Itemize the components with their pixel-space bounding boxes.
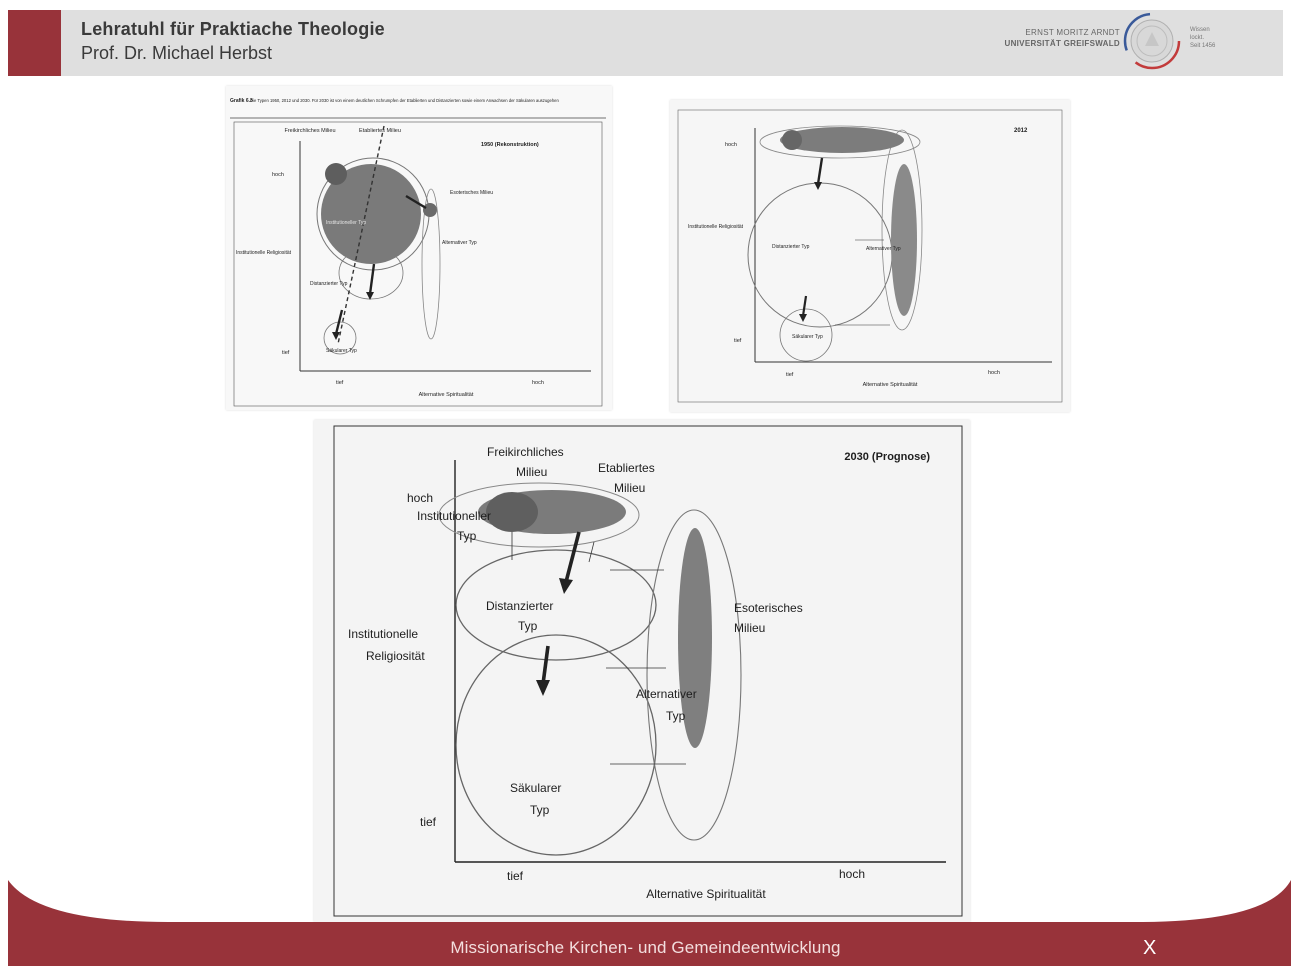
figure-2012-label-institutionell: Institutionelle Religiosität: [688, 224, 744, 230]
figure-1950-caption: Die Typen 1950, 2012 und 2030. Für 2030 …: [250, 98, 560, 103]
figure-2030-label-institutionell-1: Institutionelle: [348, 627, 418, 641]
figure-2030-label-freikirchlich-2: Milieu: [516, 465, 547, 479]
figure-2030-scan: 2030 (Prognose) Freikirchliches Milieu E…: [314, 420, 970, 922]
figure-1950-label-hoch-x: hoch: [532, 380, 544, 386]
figure-2012-label-tief-x: tief: [786, 372, 794, 378]
figure-2030-label-institutionell-2: Religiosität: [366, 649, 425, 663]
figure-1950-label-alternativer: Alternativer Typ: [442, 240, 477, 246]
figure-2012-label-hoch: hoch: [725, 142, 737, 148]
figure-1950-label-tief-x: tief: [336, 380, 344, 386]
figure-1950-label-saekularer: Säkularer Typ: [326, 348, 357, 354]
header-accent-block: [8, 10, 61, 76]
figure-2012-label-saekularer: Säkularer Typ: [792, 334, 823, 340]
figure-2012-year: 2012: [1014, 128, 1028, 134]
figure-2030-label-esoterisch-1: Esoterisches: [734, 601, 803, 615]
figure-2030-label-etabliert-2: Milieu: [614, 481, 645, 495]
figure-2012-label-alternativer: Alternativer Typ: [866, 246, 901, 252]
figure-1950-label-esoterisch: Esoterisches Milieu: [450, 190, 493, 196]
figure-2012-label-hoch-x: hoch: [988, 370, 1000, 376]
figure-2030-label-esoterisch-2: Milieu: [734, 621, 765, 635]
figure-2030-label-etabliert-1: Etabliertes: [598, 461, 655, 475]
figure-2030-label-hoch-x: hoch: [839, 867, 865, 881]
figure-2030-label-institutioneller-2: Typ: [457, 529, 477, 543]
university-name-line2: UNIVERSITÄT GREIFSWALD: [960, 38, 1120, 49]
figure-2012-scan: 2012 hoch Institutionelle Religiosität D…: [670, 100, 1070, 412]
figure-2030-label-distanzierter-1: Distanzierter: [486, 599, 553, 613]
professor-name: Prof. Dr. Michael Herbst: [81, 43, 272, 64]
figure-1950-label-freikirchlich: Freikirchliches Milieu: [284, 128, 335, 134]
university-name-line1: ERNST MORITZ ARNDT: [960, 27, 1120, 38]
figure-2030-label-freikirchlich-1: Freikirchliches: [487, 445, 564, 459]
figure-2012-label-tief-y: tief: [734, 338, 742, 344]
figure-2030-label-alternativer-2: Typ: [666, 709, 686, 723]
figure-2030-label-saekularer-2: Typ: [530, 803, 550, 817]
figure-1950-label-etabliert: Etabliertes Milieu: [359, 128, 401, 134]
figure-2012-label-distanzierter: Distanzierter Typ: [772, 244, 810, 250]
figure-1950-scan: Grafik 6.3 Die Typen 1950, 2012 und 2030…: [226, 86, 612, 410]
footer-title: Missionarische Kirchen- und Gemeindeentw…: [0, 938, 1291, 958]
figure-1950-label-institutioneller-typ: Institutioneller Typ: [326, 220, 366, 226]
chair-title: Lehratuhl für Praktiache Theologie: [81, 19, 385, 40]
figure-1950-label-institutionell: Institutionelle Religiosität: [236, 250, 292, 256]
university-motto: Wissen lockt. Seit 1456: [1190, 26, 1215, 50]
figure-1950-label-hoch: hoch: [272, 172, 284, 178]
university-seal-logo: [1123, 12, 1181, 70]
university-name: ERNST MORITZ ARNDT UNIVERSITÄT GREIFSWAL…: [960, 27, 1120, 49]
figure-1950-label-distanzierter: Distanzierter Typ: [310, 281, 348, 287]
figure-1950-year: 1950 (Rekonstruktion): [481, 142, 539, 148]
figure-2030-label-hoch: hoch: [407, 491, 433, 505]
figure-1950-x-axis-title: Alternative Spiritualität: [419, 392, 474, 398]
figure-2030-label-distanzierter-2: Typ: [518, 619, 538, 633]
figure-2030-label-tief-y: tief: [420, 815, 437, 829]
figure-1950-label-tief-y: tief: [282, 350, 290, 356]
figure-2030-year: 2030 (Prognose): [844, 451, 930, 463]
close-button[interactable]: X: [1143, 937, 1156, 960]
figure-2030-label-alternativer-1: Alternativer: [636, 687, 697, 701]
figure-2012-x-axis-title: Alternative Spiritualität: [863, 382, 918, 388]
figure-2030-label-institutioneller-1: Institutioneller: [417, 509, 491, 523]
figure-2030-label-saekularer-1: Säkularer: [510, 781, 561, 795]
